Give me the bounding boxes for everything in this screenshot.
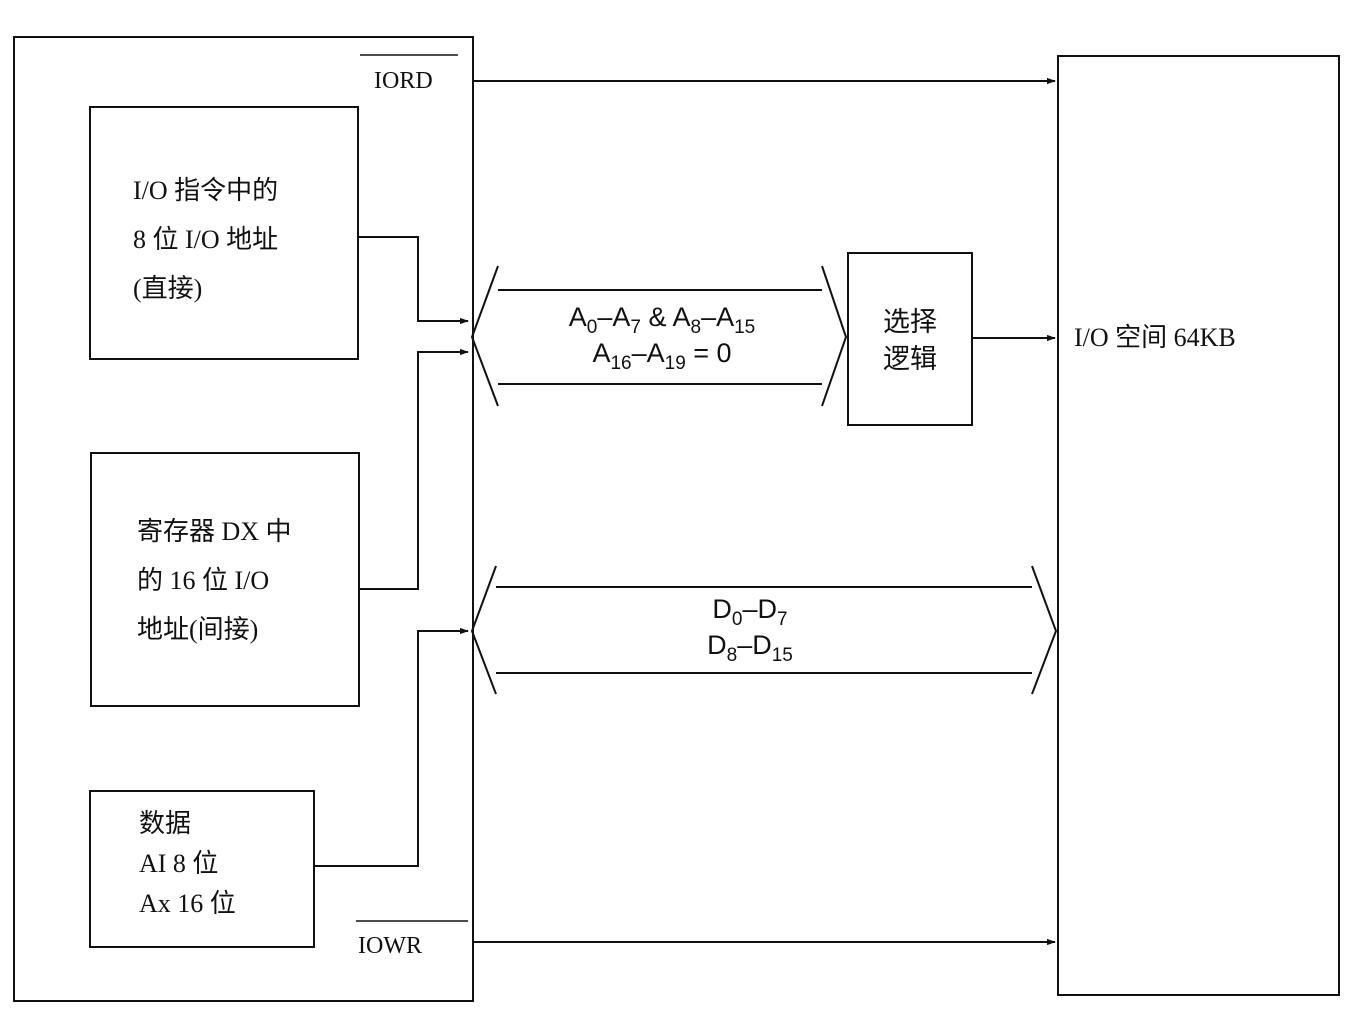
io-space-box [1057,55,1340,996]
select-logic-box [847,252,973,426]
direct-address-line1: I/O 指令中的 [133,176,278,205]
select-logic-line1: 选择 [883,307,937,337]
data-bus-label-line2: D8–D15 [707,630,793,666]
indirect-address-line3: 地址(间接) [137,615,258,644]
data-line2: AI 8 位 [139,849,218,878]
iowr-label: IOWR [358,933,422,959]
direct-address-line2: 8 位 I/O 地址 [133,225,278,254]
indirect-address-line1: 寄存器 DX 中 [137,517,292,546]
iord-label: IORD [374,68,433,94]
direct-connector [358,236,469,325]
indirect-connector [359,348,469,590]
direct-address-box [89,106,359,360]
data-box [89,790,315,948]
direct-address-line3: (直接) [133,274,202,303]
data-connector [314,627,469,867]
address-bus-label-line1: A0–A7 & A8–A15 [569,302,755,338]
data-bus-label-line1: D0–D7 [712,594,787,630]
select-logic-line2: 逻辑 [883,344,937,374]
indirect-address-line2: 的 16 位 I/O [137,566,269,595]
data-line1: 数据 [139,809,191,838]
data-bus [470,565,1058,695]
data-line3: Ax 16 位 [139,889,236,918]
cpu-box [13,36,474,1002]
io-space-label: I/O 空间 64KB [1074,323,1236,352]
address-bus [470,265,848,407]
indirect-address-box [90,452,360,707]
address-bus-label-line2: A16–A19 = 0 [592,338,731,374]
